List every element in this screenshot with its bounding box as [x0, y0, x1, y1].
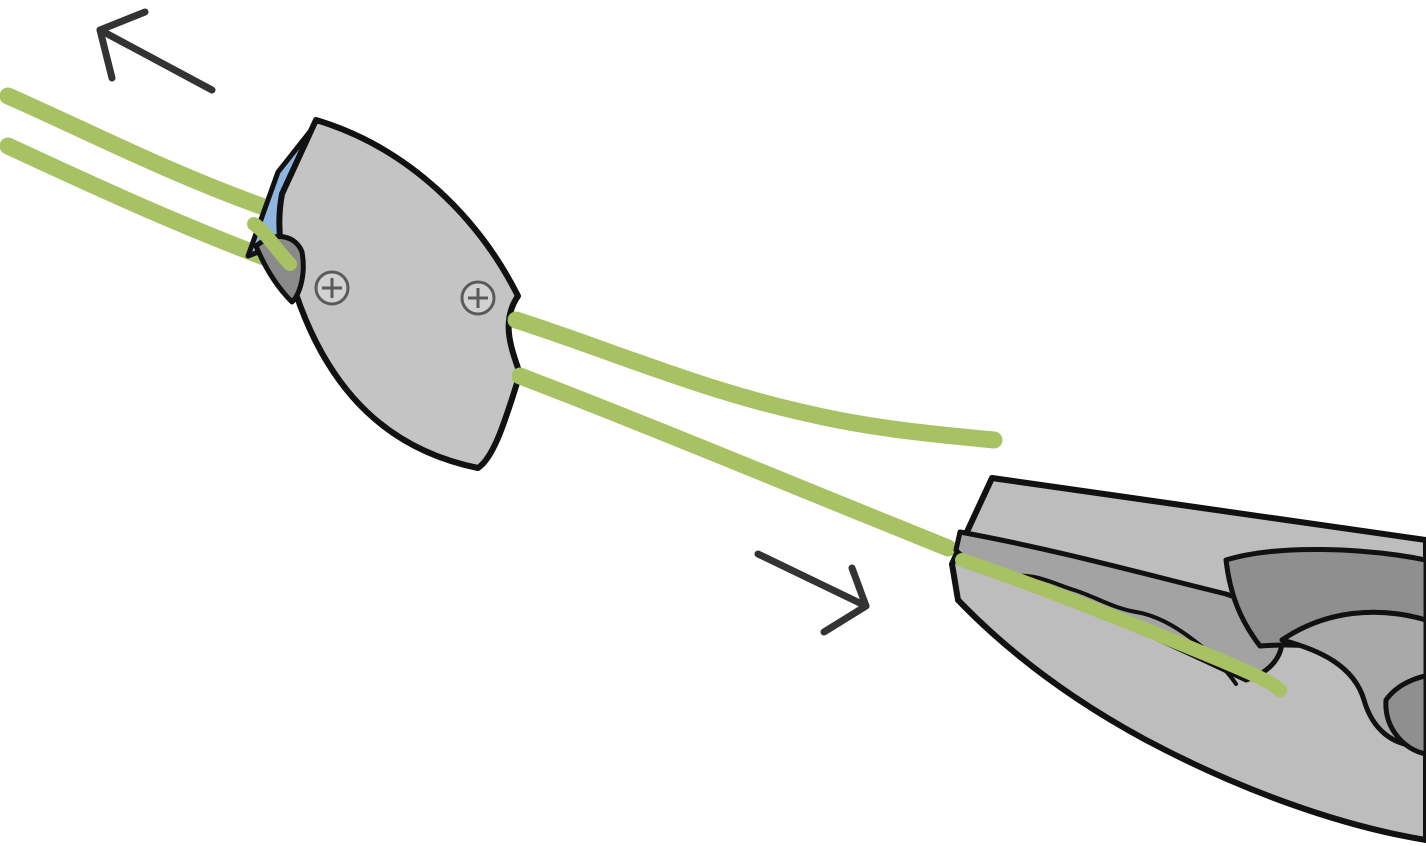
lower-left-cord [0, 137, 297, 275]
stopper-screw-icon [314, 270, 496, 316]
upper-right-cord [507, 311, 1003, 449]
right-arrow-shaft [754, 550, 870, 610]
right-cords [507, 311, 1003, 557]
left-arrow-shaft [96, 26, 216, 94]
left-arrow-head [96, 8, 149, 82]
left-screw-mark [322, 278, 342, 298]
pliers-icon [949, 475, 1426, 843]
cord-in-stopper [247, 217, 297, 271]
stopper-channel [253, 234, 306, 305]
cord-in-pliers [955, 553, 1287, 697]
right-arrow-head [820, 564, 870, 636]
right-screw-mark [468, 288, 488, 308]
pliers-pivot-hole [1383, 673, 1426, 757]
left-arrow-icon [96, 8, 216, 94]
upper-left-cord [0, 87, 281, 219]
right-arrow-icon [754, 550, 870, 636]
left-cords [0, 87, 297, 275]
lower-right-cord [511, 367, 957, 557]
